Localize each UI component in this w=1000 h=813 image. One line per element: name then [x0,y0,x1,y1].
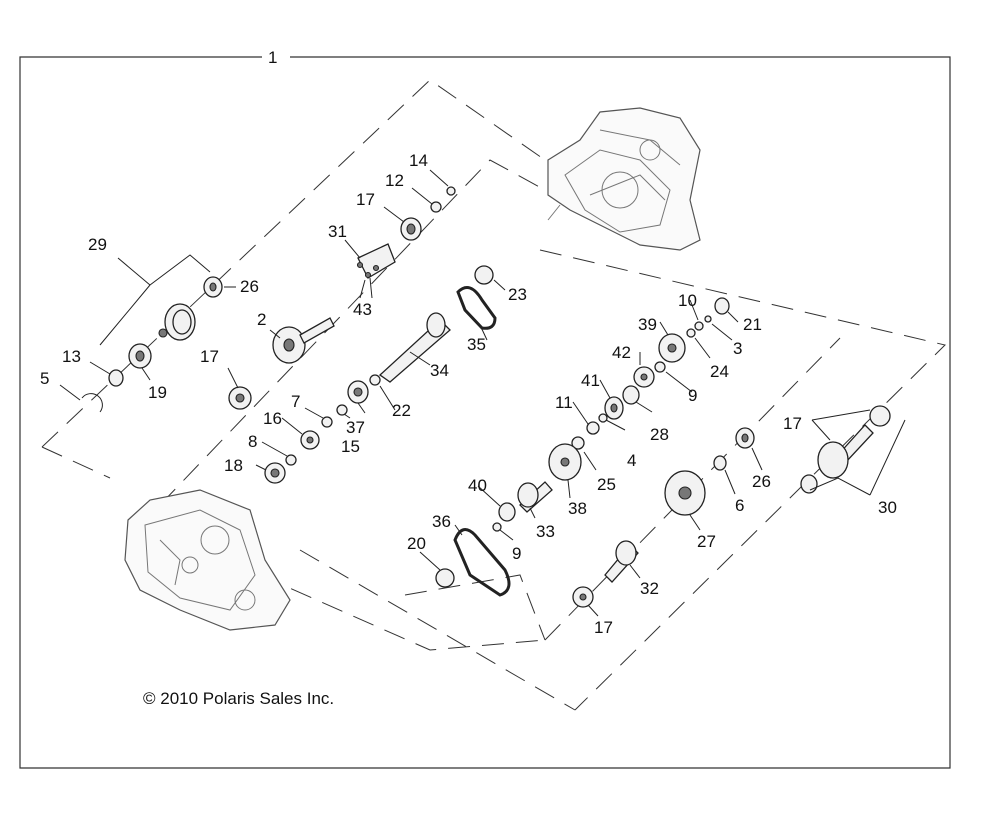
callout: 10 [678,291,697,310]
callout: 34 [430,361,449,380]
parts [81,186,891,608]
callout: 16 [263,409,282,428]
callout: 13 [62,347,81,366]
copyright-notice: © 2010 Polaris Sales Inc. [143,689,334,708]
callout: 8 [248,432,257,451]
callout: 12 [385,171,404,190]
callout: 11 [555,393,573,412]
callout: 6 [735,496,744,515]
callout: 4 [627,451,636,470]
callout: 7 [291,392,300,411]
callout: 17 [594,618,613,637]
part-9-washer [654,361,666,373]
callout: 38 [568,499,587,518]
part-22-nut [369,374,381,386]
callout: 28 [650,425,669,444]
part-14-ring [446,186,456,196]
callout: 15 [341,437,360,456]
part-23-washer [474,265,494,285]
part-13-ring [108,369,124,387]
callout: 39 [638,315,657,334]
part-15-washer [336,404,348,416]
part-10-washer [694,321,704,331]
callout: 2 [257,310,266,329]
callout: 21 [743,315,762,334]
transmission-case-upper [547,107,701,251]
dashed-boundaries [41,79,946,711]
transmission-case-lower [124,489,291,631]
callout: 31 [328,222,347,241]
callout: 26 [752,472,771,491]
part-7-washer [321,416,333,428]
callout: 35 [467,335,486,354]
callout: 18 [224,456,243,475]
callout: 25 [597,475,616,494]
callout: 43 [353,300,372,319]
part-6-ring [713,455,727,471]
callout: 9 [688,386,697,405]
callout: 22 [392,401,411,420]
callout: 30 [878,498,897,517]
callout: 40 [468,476,487,495]
callout: 5 [40,369,49,388]
callout: 17 [356,190,375,209]
part-9-washer-lower [492,522,502,532]
callout: 20 [407,534,426,553]
callout: 23 [508,285,527,304]
part-12-washer [430,201,442,213]
callout: 3 [733,339,742,358]
callout: 32 [640,579,659,598]
assembly-frame [19,56,951,769]
callout: 17 [783,414,802,433]
callout: 26 [240,277,259,296]
callout: 9 [512,544,521,563]
callout-labels: 1 14 12 17 31 43 26 29 23 2 35 34 13 19 … [40,48,897,637]
part-5-snap-ring [81,393,103,413]
part-4-washer [598,413,608,423]
callout: 14 [409,151,428,170]
callout: 36 [432,512,451,531]
callout: 29 [88,235,107,254]
part-30-bearing [869,405,891,427]
part-21-bearing [714,297,730,315]
callout: 33 [536,522,555,541]
part-25-washer [571,436,585,450]
part-11-ring [586,421,600,435]
callout: 27 [697,532,716,551]
part-36-chain [453,528,511,597]
callout: 24 [710,362,729,381]
part-20-washer [435,568,455,588]
part-28-ring [622,385,640,405]
part-35-chain [456,286,497,330]
callout: 19 [148,383,167,402]
callout: 42 [612,343,631,362]
callout: 41 [581,371,600,390]
part-8-washer [285,454,297,466]
callout: 17 [200,347,219,366]
part-31-plate [357,243,396,279]
callout-assembly: 1 [268,48,277,67]
part-40-gear [498,502,516,522]
leader-lines [59,169,906,617]
callout: 37 [346,418,365,437]
part-43-screw [356,261,364,269]
part-24-washer [686,328,696,338]
